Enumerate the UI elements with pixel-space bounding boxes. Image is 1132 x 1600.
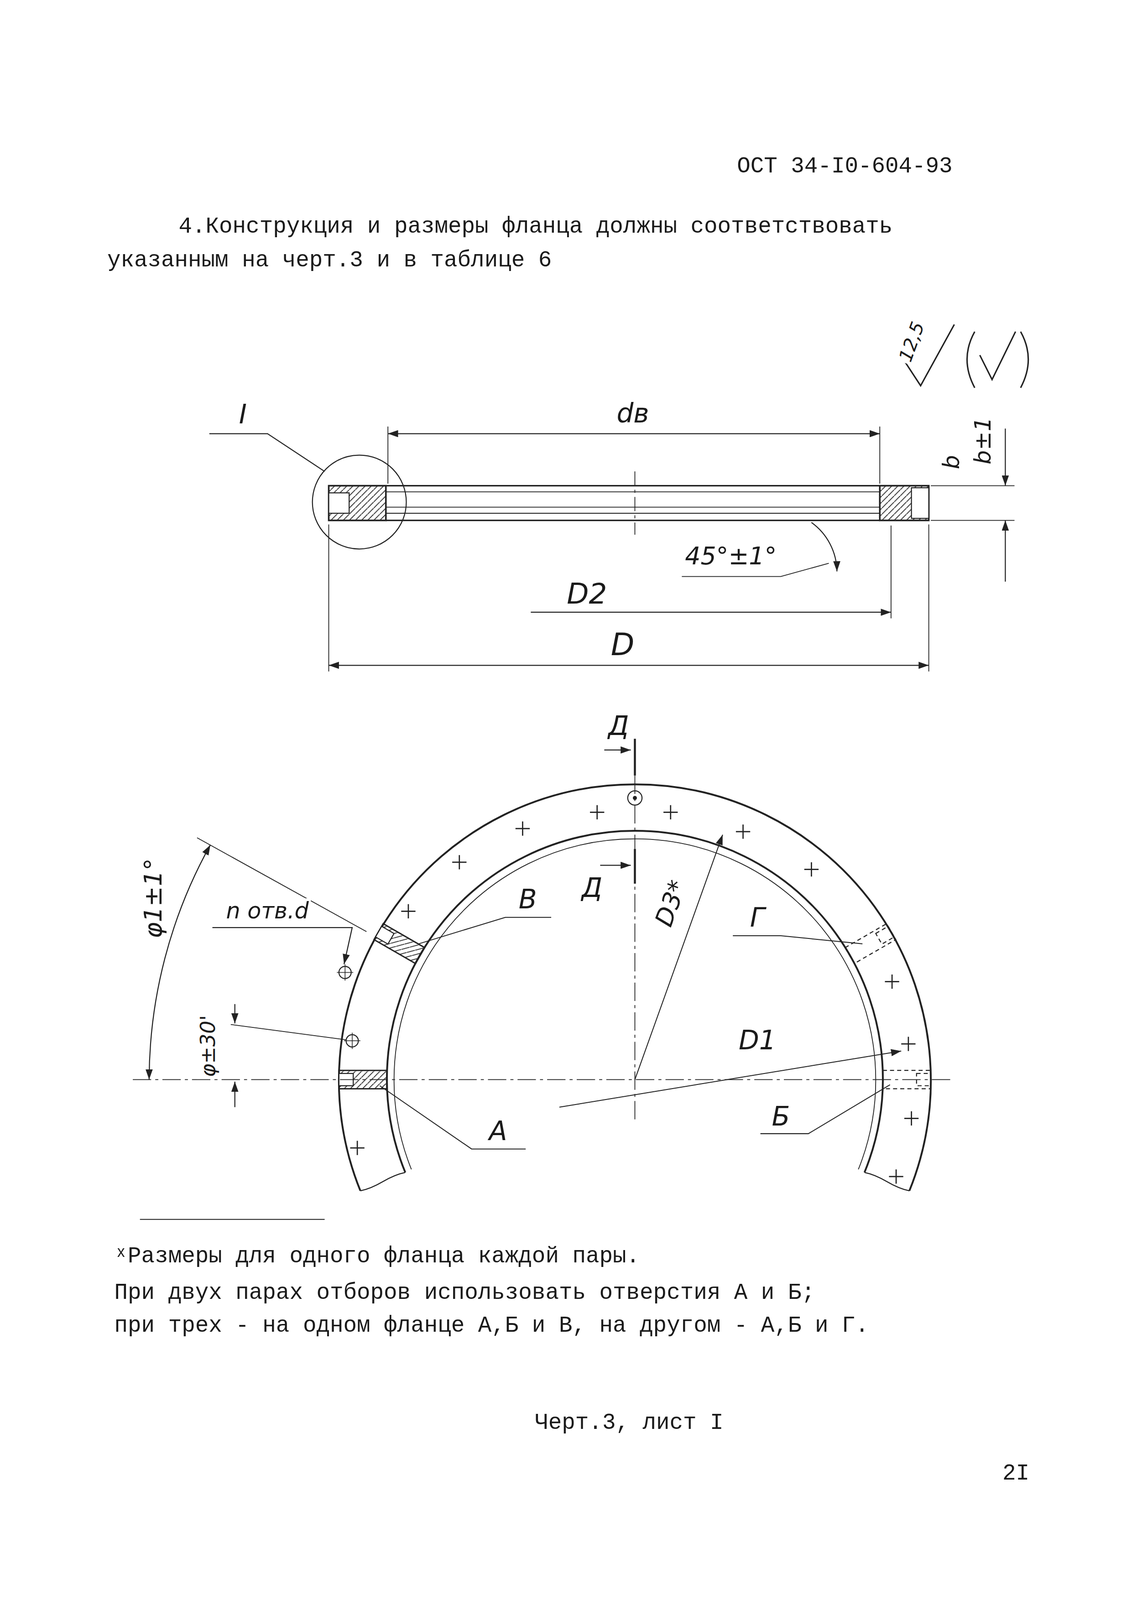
angle-label: φ±30' <box>197 1013 220 1080</box>
callout-letter: Г <box>748 902 767 933</box>
dimension-label: dв <box>614 398 651 428</box>
side-view <box>209 324 1029 672</box>
callout-letter: В <box>516 884 539 914</box>
callout-number: I <box>237 399 249 429</box>
figure-caption: Черт.3, лист I <box>534 1409 724 1437</box>
footnote: При двух парах отборов использовать отве… <box>114 1279 815 1307</box>
footnote: ˣРазмеры для одного фланца каждой пары. <box>114 1243 641 1271</box>
dimension-label: D <box>609 628 637 663</box>
dimension-label: D2 <box>564 578 609 611</box>
footnote: при трех - на одном фланце А,Б и В, на д… <box>114 1312 870 1340</box>
section-mark: Д <box>606 711 631 741</box>
bolt-hole-mark <box>904 1111 919 1126</box>
bolt-hole-mark <box>401 904 416 919</box>
bolt-hole-mark <box>663 805 678 820</box>
bolt-hole-mark <box>901 1036 916 1051</box>
section-mark: Д <box>579 873 605 903</box>
angle-label: 45°±1° <box>683 542 779 570</box>
bolt-hole-mark <box>515 821 530 836</box>
angle-label: φ1±1° <box>139 856 167 941</box>
dimension-label: b±1 <box>970 415 996 467</box>
bolt-hole-mark <box>888 1169 903 1184</box>
bolt-hole-mark <box>589 805 605 820</box>
plan-view <box>132 738 955 1191</box>
body-paragraph: 4.Конструкция и размеры фланца должны со… <box>107 210 955 278</box>
callout-letter: А <box>487 1116 510 1146</box>
footnote-rule <box>140 1219 325 1221</box>
page-number: 2I <box>1002 1460 1030 1488</box>
dimension-label: D3* <box>649 875 692 932</box>
hole-note: n отв.d <box>224 897 311 923</box>
bolt-hole-mark <box>735 824 751 839</box>
dimension-label: D1 <box>736 1025 778 1055</box>
bolt-hole-mark <box>804 862 819 877</box>
roughness-value: 12,5 <box>894 317 929 367</box>
bolt-hole-mark <box>884 974 899 989</box>
bolt-hole-mark <box>452 855 467 870</box>
document-number: ОСТ 34-I0-604-93 <box>736 153 953 181</box>
bolt-hole-mark <box>349 1141 365 1156</box>
dimension-label: b <box>938 453 964 472</box>
callout-letter: Б <box>769 1101 792 1132</box>
